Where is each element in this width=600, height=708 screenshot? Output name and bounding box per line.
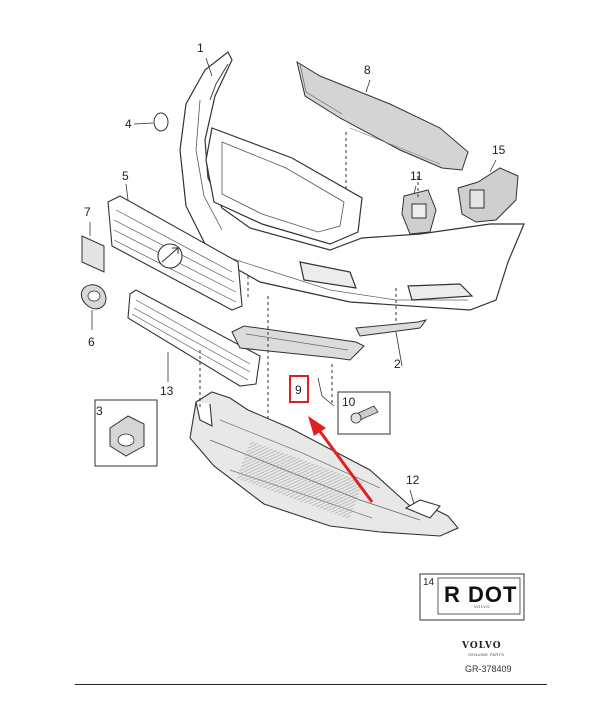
callout-4: 4 xyxy=(125,117,132,131)
callout-8: 8 xyxy=(364,63,371,77)
blanking-plate-part xyxy=(81,235,105,273)
tow-hook-cover-part xyxy=(80,284,107,310)
callout-13: 13 xyxy=(160,384,174,398)
brand-logo: VOLVO xyxy=(462,641,502,651)
footer-divider xyxy=(75,684,547,685)
lower-trim-strip-part xyxy=(231,325,365,361)
front-grille-part xyxy=(107,195,243,311)
callout-14: 14 xyxy=(423,577,435,588)
brand-tagline: GENUINE PARTS xyxy=(468,652,505,657)
callout-1: 1 xyxy=(197,41,204,55)
callout-2: 2 xyxy=(394,357,401,371)
leader-lines xyxy=(89,57,497,505)
washer-cover-part xyxy=(133,112,169,132)
inset-part-10 xyxy=(337,391,391,435)
callout-6: 6 xyxy=(88,335,95,349)
upper-absorber-part xyxy=(296,60,469,171)
bumper-bracket-part xyxy=(457,167,519,223)
highlight-box xyxy=(289,375,309,403)
callout-9: 9 xyxy=(295,383,302,397)
inset-part-14 xyxy=(419,573,525,621)
splash-shield-part xyxy=(189,391,459,537)
callout-7: 7 xyxy=(84,205,91,219)
diagram-reference: GR-378409 xyxy=(465,664,512,674)
side-trim-part xyxy=(355,319,428,337)
assembly-guide-lines xyxy=(199,132,419,420)
callout-15: 15 xyxy=(492,143,506,157)
bumper-cover-part xyxy=(179,51,525,311)
callout-12: 12 xyxy=(406,473,420,487)
rdot-badge-text: R DOT xyxy=(444,582,518,607)
callout-11: 11 xyxy=(410,169,423,183)
callout-5: 5 xyxy=(122,169,129,183)
callout-10: 10 xyxy=(342,395,356,409)
mounting-clip-part xyxy=(401,189,437,235)
lower-grille-part xyxy=(127,289,261,387)
callout-3: 3 xyxy=(96,404,103,418)
inset-part-3 xyxy=(94,399,158,467)
highlight-arrow xyxy=(308,416,374,503)
rdot-badge-sub: VOLVO xyxy=(474,604,490,609)
